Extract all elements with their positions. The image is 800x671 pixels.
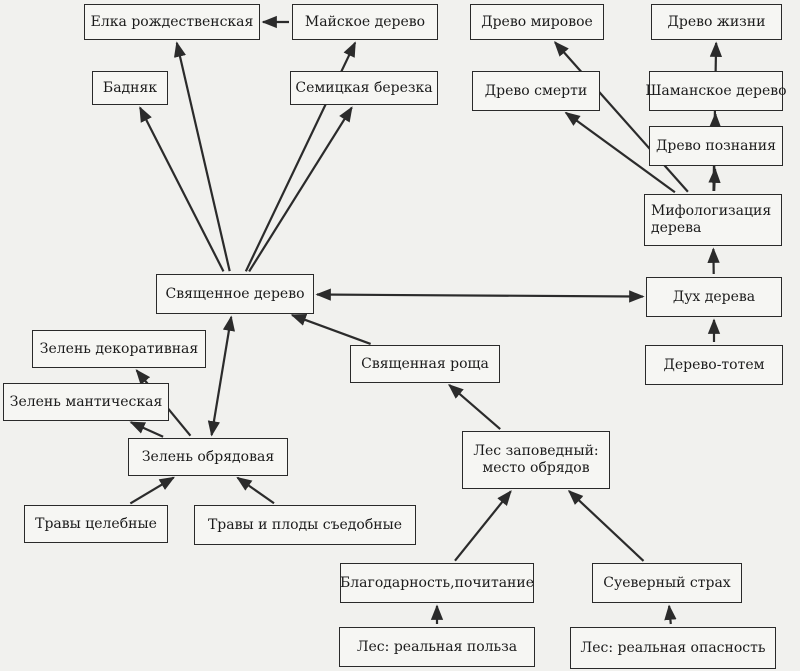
- node-drevo-smerti: Древо смерти: [472, 71, 600, 111]
- node-duh-dereva: Дух дерева: [646, 277, 782, 317]
- node-svyashchennoe-derevo: Священное дерево: [156, 274, 314, 314]
- edge-zelen_obr-to-zelen_mant: [129, 421, 164, 438]
- node-mifologizaciya-dereva: Мифологизация дерева: [644, 194, 782, 246]
- node-travy-celebnye: Травы целебные: [24, 505, 168, 543]
- node-les-zapovednyi: Лес заповедный: место обрядов: [462, 431, 610, 489]
- node-travy-i-plody: Травы и плоды съедобные: [194, 505, 416, 545]
- node-les-realnaya-opasnost: Лес: реальная опасность: [570, 627, 776, 669]
- edge-les_opasnost-to-sueverny: [664, 604, 677, 625]
- node-badnyak: Бадняк: [92, 71, 168, 105]
- node-zelen-manticheskaya: Зелень мантическая: [3, 383, 169, 421]
- node-svyashchennaya-roshcha: Священная роща: [350, 345, 500, 383]
- node-zelen-dekorativnaya: Зелень декоративная: [32, 330, 206, 368]
- edge-roshcha-to-svyashchennoe: [290, 314, 371, 345]
- node-maiskoe-derevo: Майское дерево: [292, 4, 438, 40]
- node-drevo-zhizni: Древо жизни: [651, 4, 782, 40]
- edge-mifologizaciya-to-drevo_mirovoe: [553, 41, 689, 193]
- node-semickaya-berezka: Семицкая березка: [290, 71, 438, 105]
- edge-sueverny-to-les_zapov: [567, 489, 645, 562]
- edge-travy_cel-to-zelen_obr: [129, 476, 175, 505]
- edge-svyashchennoe-to-semik: [248, 106, 353, 273]
- edge-mifologizaciya-to-drevo_smerti: [564, 111, 676, 194]
- edge-zelen_obr-to-svyashchennoe: [207, 315, 236, 437]
- node-drevo-poznaniya: Древо познания: [649, 126, 783, 166]
- edge-les_zapov-to-roshcha: [448, 383, 501, 430]
- node-blagodarnost-pochitanie: Благодарность,почитание: [340, 563, 534, 603]
- edge-svyashchennoe-to-badnyak: [139, 106, 225, 272]
- node-sueverny-strakh: Суеверный страх: [592, 563, 742, 603]
- node-drevo-mirovoe: Древо мировое: [470, 4, 604, 40]
- node-elka-rozhdestvenskaya: Елка рождественская: [84, 4, 260, 40]
- edge-svyashchennoe-to-elka: [173, 41, 231, 272]
- edge-mifologizaciya-to-drevo_poznaniya: [708, 167, 721, 192]
- edge-travy_plody-to-zelen_obr: [236, 476, 275, 505]
- edge-svyashchennoe-to-duh: [315, 288, 645, 303]
- node-derevo-totem: Дерево-тотем: [645, 345, 783, 385]
- node-les-realnaya-polza: Лес: реальная польза: [339, 627, 535, 667]
- edge-blagodarnost-to-les_zapov: [454, 490, 512, 562]
- node-shamanskoe-derevo: Шаманское дерево: [645, 71, 787, 111]
- node-zelen-obryadovaya: Зелень обрядовая: [128, 438, 288, 476]
